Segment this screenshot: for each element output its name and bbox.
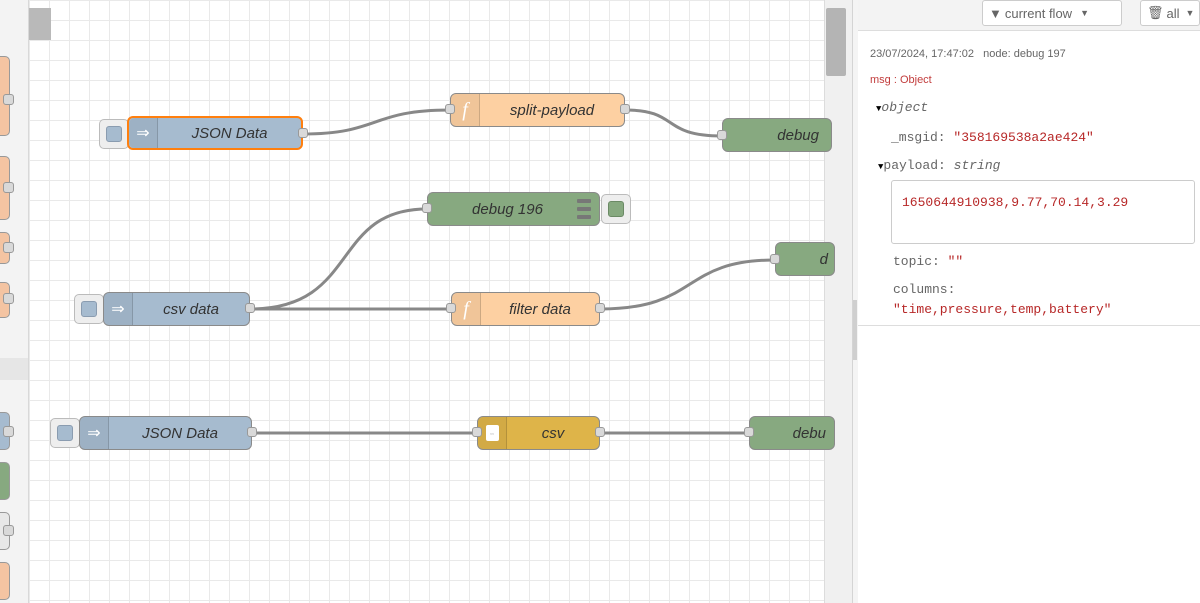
node-label: debug	[777, 126, 819, 144]
node-label: JSON Data	[142, 424, 218, 442]
node-label: split-payload	[509, 101, 595, 119]
debug-node-196[interactable]: debug 196	[427, 192, 600, 226]
arrow-in-icon: ⇒	[104, 293, 133, 325]
trash-icon: 🗑	[1147, 5, 1164, 20]
debug-toggle-button[interactable]	[601, 194, 631, 224]
node-palette	[0, 0, 29, 603]
arrow-in-icon: ⇒	[80, 417, 109, 449]
input-port[interactable]	[446, 303, 456, 313]
object-label: object	[881, 100, 929, 115]
node-label: csv	[541, 424, 565, 442]
palette-scrollbar-thumb[interactable]	[29, 8, 51, 40]
debug-node-mid-right[interactable]: d	[775, 242, 835, 276]
palette-node[interactable]	[0, 562, 10, 600]
debug-sidebar: ▼ current flow ▼ 🗑 all ▼ 23/07/2024, 17:…	[858, 0, 1200, 603]
function-node-filter-data[interactable]: f filter data	[451, 292, 600, 326]
clear-messages-button[interactable]: 🗑 all ▼	[1140, 0, 1200, 26]
output-port[interactable]	[245, 303, 255, 313]
bars-icon	[577, 199, 591, 219]
caret-down-icon: ▼	[878, 162, 884, 172]
output-port[interactable]	[595, 303, 605, 313]
inject-trigger-button[interactable]	[74, 294, 104, 324]
function-icon: f	[452, 293, 481, 325]
chevron-down-icon: ▼	[1185, 8, 1195, 18]
palette-port	[3, 182, 14, 193]
message-timestamp: 23/07/2024, 17:47:02	[870, 48, 974, 60]
output-port[interactable]	[298, 128, 308, 138]
palette-port	[3, 293, 14, 304]
filter-icon: ▼	[989, 5, 1002, 21]
node-label: d	[819, 250, 828, 268]
message-meta: 23/07/2024, 17:47:02 node: debug 197	[870, 48, 1066, 60]
node-label: csv data	[163, 300, 219, 318]
function-icon: f	[451, 94, 480, 126]
input-port[interactable]	[717, 130, 727, 140]
inject-trigger-button[interactable]	[50, 418, 80, 448]
input-port[interactable]	[472, 427, 482, 437]
inject-node-json-data[interactable]: ⇒ JSON Data	[127, 116, 303, 150]
message-node[interactable]: node: debug 197	[983, 48, 1066, 60]
palette-port	[3, 242, 14, 253]
object-toggle[interactable]: ▼object	[876, 100, 928, 115]
input-port[interactable]	[422, 203, 432, 213]
topic-key: topic:	[893, 254, 940, 269]
msgid-row: _msgid: "358169538a2ae424"	[891, 130, 1094, 145]
msgid-value[interactable]: "358169538a2ae424"	[953, 130, 1094, 145]
filter-dropdown[interactable]: ▼ current flow ▼	[982, 0, 1122, 26]
payload-key: payload:	[883, 158, 946, 173]
columns-key: columns:	[893, 282, 956, 297]
palette-port	[3, 94, 14, 105]
csv-node[interactable]: ,, csv	[477, 416, 600, 450]
output-port[interactable]	[620, 104, 630, 114]
arrow-in-icon: ⇒	[129, 118, 158, 148]
palette-port	[3, 426, 14, 437]
input-port[interactable]	[744, 427, 754, 437]
workspace-scrollbar[interactable]	[824, 0, 853, 603]
debug-toolbar: ▼ current flow ▼ 🗑 all ▼	[858, 0, 1200, 31]
palette-port	[3, 525, 14, 536]
inject-node-json-data-2[interactable]: ⇒ JSON Data	[79, 416, 252, 450]
input-port[interactable]	[445, 104, 455, 114]
node-label: JSON Data	[191, 124, 268, 142]
palette-section-header[interactable]	[0, 358, 28, 380]
debug-node-bottom-right[interactable]: debu	[749, 416, 835, 450]
message-type: msg : Object	[870, 74, 932, 86]
chevron-down-icon: ▼	[1080, 8, 1089, 18]
inject-trigger-button[interactable]	[99, 119, 129, 149]
sidebar-resize-handle[interactable]	[853, 300, 857, 360]
inject-node-csv-data[interactable]: ⇒ csv data	[103, 292, 250, 326]
input-port[interactable]	[770, 254, 780, 264]
filter-label: current flow	[1004, 5, 1073, 21]
columns-value[interactable]: "time,pressure,temp,battery"	[893, 302, 1112, 317]
node-label: debug 196	[472, 200, 543, 218]
msgid-key: _msgid:	[891, 130, 946, 145]
payload-toggle[interactable]: ▼payload: string	[878, 158, 1000, 173]
palette-node[interactable]	[0, 462, 10, 500]
caret-down-icon: ▼	[876, 104, 882, 114]
workspace-scrollbar-thumb[interactable]	[826, 8, 846, 76]
node-label: debu	[792, 424, 826, 442]
payload-value[interactable]: 1650644910938,9.77,70.14,3.29	[891, 180, 1195, 244]
debug-message: 23/07/2024, 17:47:02 node: debug 197 msg…	[858, 40, 1200, 326]
output-port[interactable]	[595, 427, 605, 437]
topic-row: topic: ""	[893, 254, 963, 269]
debug-node-top-right[interactable]: debug	[722, 118, 832, 152]
output-port[interactable]	[247, 427, 257, 437]
payload-type: string	[953, 158, 1001, 173]
topic-value[interactable]: ""	[947, 254, 964, 269]
node-label: filter data	[509, 300, 571, 318]
function-node-split-payload[interactable]: f split-payload	[450, 93, 625, 127]
clear-label: all	[1166, 5, 1180, 21]
csv-icon: ,,	[478, 417, 507, 449]
